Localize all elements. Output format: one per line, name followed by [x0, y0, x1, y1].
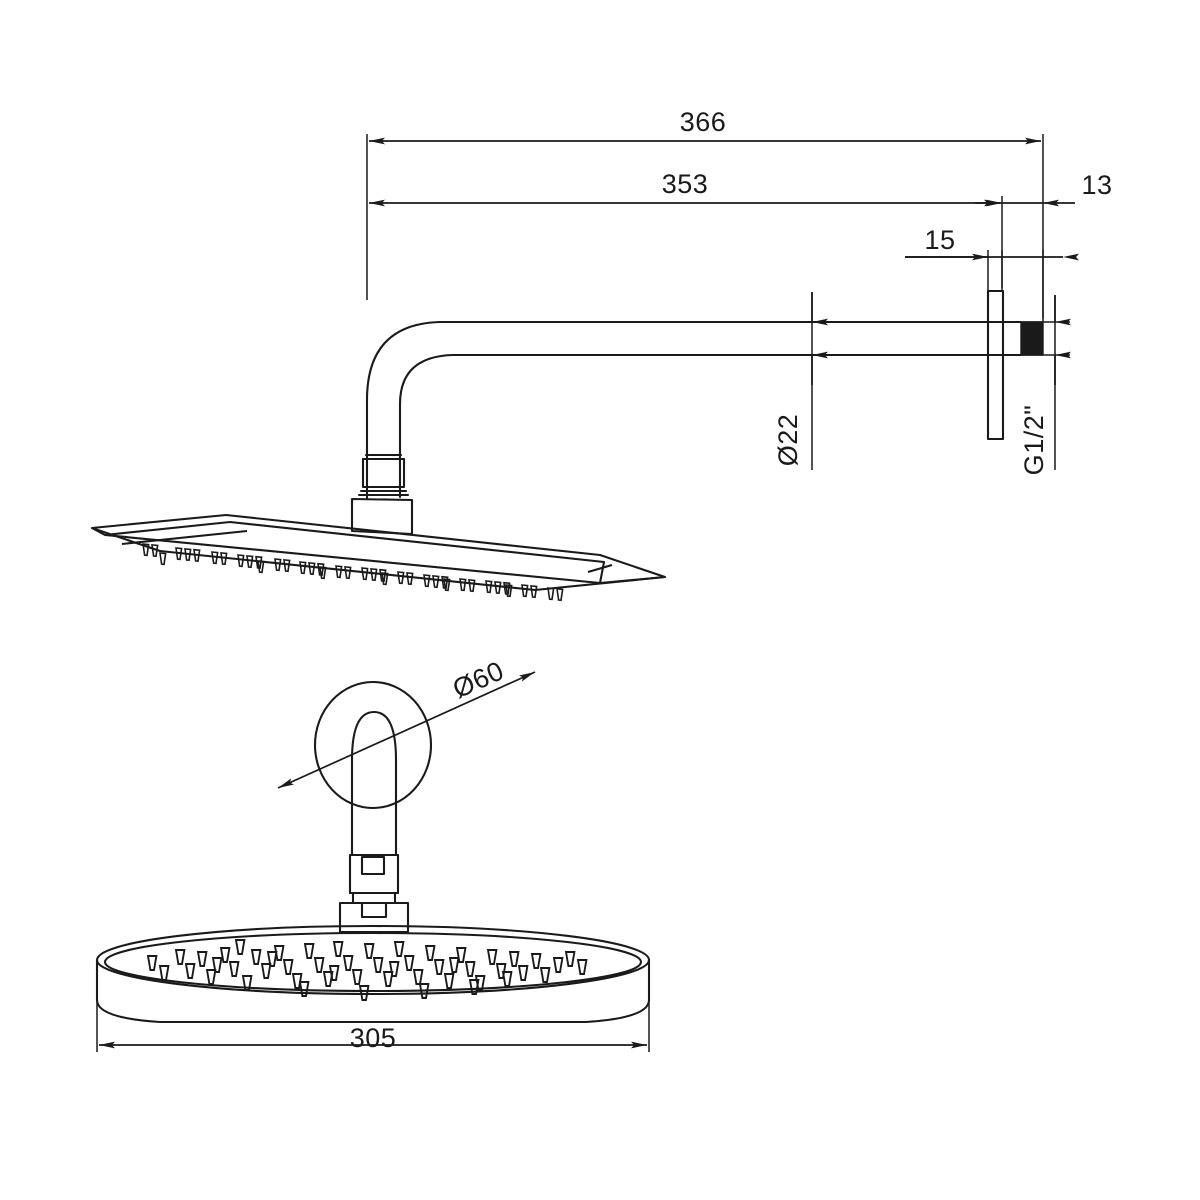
head-inner-ellipse: [103, 931, 643, 993]
front-view-geometry: [313, 680, 433, 934]
arm-inner-bottom-profile: [398, 353, 1005, 499]
joint-collar-notch: [360, 855, 386, 876]
shower-head-front-view: [95, 924, 651, 1024]
dim-label-15: 15: [924, 225, 955, 255]
head-plate-rim-b: [587, 563, 613, 574]
shower-nozzles-side: [142, 543, 564, 602]
dim-label-305: 305: [350, 1023, 397, 1053]
leader-line-diameter-60: [277, 671, 536, 789]
shower-head-side-view: [90, 513, 667, 592]
arm-tube-front: [350, 710, 398, 832]
head-plate-inner-edge: [104, 520, 606, 584]
arm-outer-top-profile: [365, 320, 1005, 500]
side-view-geometry: [350, 289, 1044, 536]
shower-nozzles-front: [147, 939, 588, 1001]
dim-label-353: 353: [662, 169, 709, 199]
head-top-plate: [90, 513, 667, 592]
front-view-dimensions: [96, 671, 650, 1052]
head-plate-edge: [91, 527, 666, 585]
threaded-connector-g12: [1020, 321, 1044, 356]
dim-label-366: 366: [680, 107, 727, 137]
arm-thread-transition: [1001, 320, 1023, 357]
head-plate-rim-a: [121, 529, 248, 546]
wall-flange-side: [986, 289, 1005, 441]
joint-lower-notch: [360, 901, 388, 919]
side-view-dimensions: [366, 134, 1079, 470]
dim-label-13: 13: [1081, 170, 1112, 200]
head-outer-ellipse: [95, 924, 651, 996]
joint-ring-front: [351, 891, 397, 905]
dim-label-diameter-22: Ø22: [773, 414, 803, 467]
joint-collar: [361, 457, 406, 489]
dim-label-thread-g12: G1/2": [1019, 405, 1049, 476]
